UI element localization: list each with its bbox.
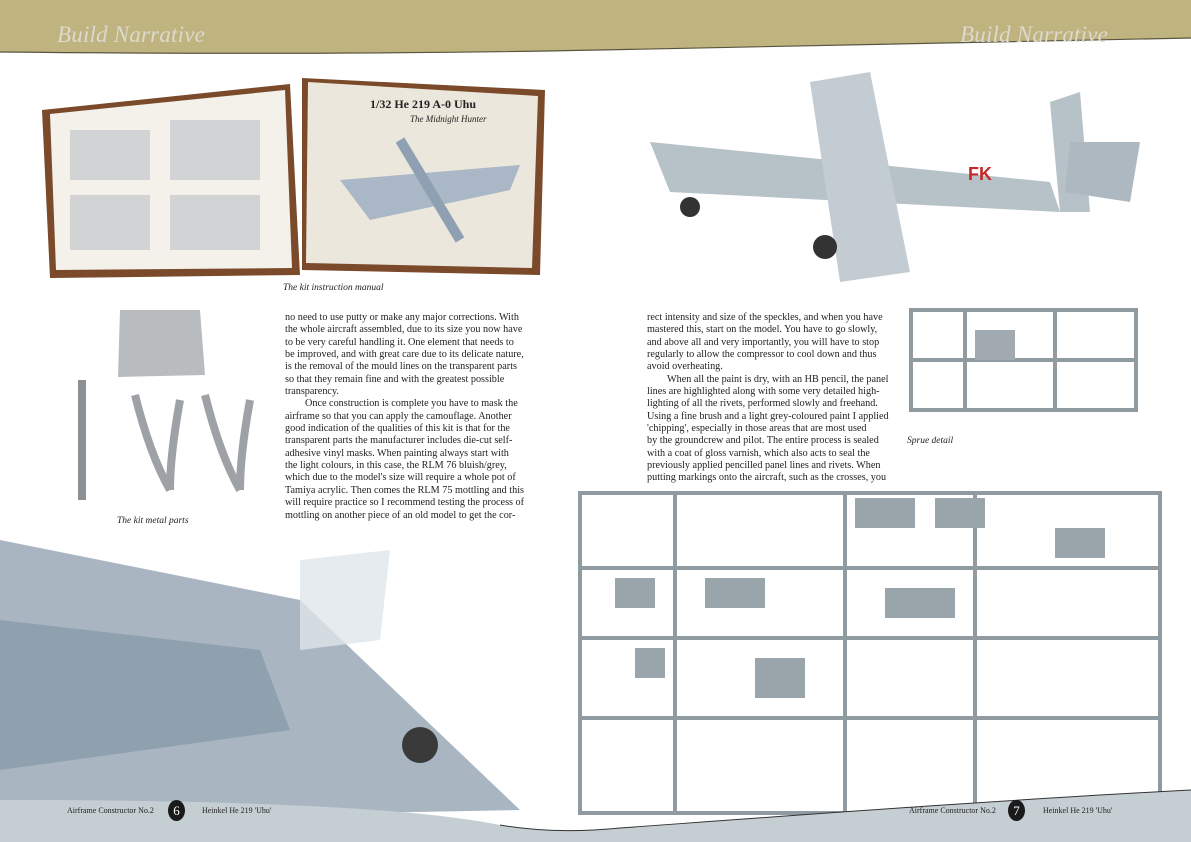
text-line: will require practice so I recommend tes… [285,497,525,509]
instruction-manual-photo: 1/32 He 219 A-0 Uhu The Midnight Hunter [40,70,545,282]
text-line: Using a fine brush and a light grey-colo… [647,410,889,422]
footer-publication-right: Airframe Constructor No.2 [909,806,996,815]
text-line: lines are highlighted along with some ve… [647,386,880,398]
text-line: avoid overheating. [647,361,723,373]
text-line: the light colours, in this case, the RLM… [285,460,507,472]
text-line: regularly to allow the compressor to coo… [647,349,877,361]
manual-cover-subtitle: The Midnight Hunter [410,114,487,124]
caption-manual: The kit instruction manual [283,283,384,293]
header-band [0,0,1191,54]
text-line: 'chipping', especially in those areas th… [647,423,867,435]
text-line: so that they remain fine and with the gr… [285,373,505,385]
aircraft-closeup-photo [0,520,545,820]
text-line: Once construction is complete you have t… [305,398,518,410]
text-line: which due to the model's size will requi… [285,472,516,484]
text-line: transparency. [285,386,339,398]
section-title-right: Build Narrative [960,22,1109,47]
text-line: to be very careful handling it. One elem… [285,336,514,348]
text-line: mottling on another piece of an old mode… [285,509,516,521]
footer-subject-left: Heinkel He 219 'Uhu' [202,806,272,815]
sprue-photo [555,468,1191,820]
page-number-left: 6 [168,800,185,821]
text-line: good indication of the qualities of this… [285,423,510,435]
body-text-column-right: rect intensity and size of the speckles,… [647,312,889,485]
footer-publication-left: Airframe Constructor No.2 [67,806,154,815]
text-line: previously applied pencilled panel lines… [647,460,881,472]
text-line: When all the paint is dry, with an HB pe… [667,373,889,385]
body-text-column-left: no need to use putty or make any major c… [285,312,524,522]
aircraft-code-marking: FK [968,164,992,184]
text-line: lighting of all the rivets, performed sl… [647,398,878,410]
text-line: and above all and very importantly, you … [647,336,880,348]
text-line: be improved, and with great care due to … [285,349,524,361]
text-line: airframe so that you can apply the camou… [285,410,512,422]
text-line: adhesive vinyl masks. When painting alwa… [285,447,509,459]
footer-subject-right: Heinkel He 219 'Uhu' [1043,806,1113,815]
caption-sprue: Sprue detail [907,436,954,446]
page-number-right: 7 [1008,800,1025,821]
section-title-left: Build Narrative [57,22,206,47]
text-line: transparent parts the manufacturer inclu… [285,435,513,447]
text-line: Tamiya acrylic. Then comes the RLM 75 mo… [285,484,525,496]
text-line: with a coat of gloss varnish, which also… [647,447,870,459]
text-line: is the removal of the mould lines on the… [285,361,517,373]
manual-cover-title: 1/32 He 219 A-0 Uhu [370,97,476,111]
sprue-detail-photo [905,300,1151,422]
footer-band [0,789,1191,842]
aircraft-model-photo: FK [610,62,1150,302]
text-line: putting markings onto the aircraft, such… [647,472,887,484]
text-line: mastered this, start on the model. You h… [647,324,878,336]
text-line: by the groundcrew and pilot. The entire … [647,435,879,447]
text-line: rect intensity and size of the speckles,… [647,312,883,323]
metal-parts-photo [60,305,265,510]
text-line: the whole aircraft assembled, due to its… [285,324,523,336]
caption-metal-parts: The kit metal parts [117,516,189,526]
text-line: no need to use putty or make any major c… [285,312,519,323]
